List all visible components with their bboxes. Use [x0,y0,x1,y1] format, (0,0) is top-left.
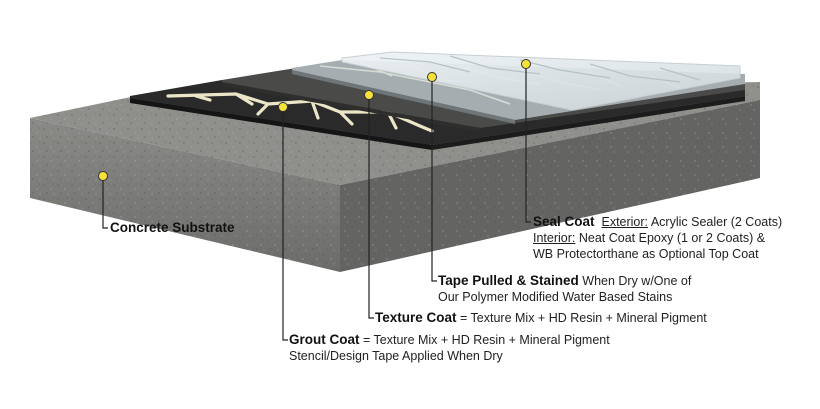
texture-title: Texture Coat [375,310,457,325]
leader-tape [431,77,437,282]
grout-title: Grout Coat [289,332,360,347]
concrete-side-texture [340,100,760,272]
tape-line-1: Tape Pulled & Stained When Dry w/One of [438,273,691,289]
leader-texture [368,95,374,319]
seal-interior-label: Interior: [533,231,576,245]
seal-line-2: Interior: Neat Coat Epoxy (1 or 2 Coats)… [533,230,782,246]
tape-line-2: Our Polymer Modified Water Based Stains [438,290,673,304]
stencil-tape-lines [166,92,434,133]
texture-layer-edge [222,82,480,132]
marker-grout [278,102,288,112]
label-concrete-substrate: Concrete Substrate [110,220,235,236]
tape-title: Tape Pulled & Stained [438,273,579,288]
tape-text: When Dry w/One of [582,274,692,288]
marker-concrete [98,171,108,181]
label-seal-coat: Seal Coat Exterior: Acrylic Sealer (2 Co… [533,214,782,262]
grout-layer-edge [130,98,432,150]
layer-markers [98,59,531,181]
marker-seal [521,59,531,69]
concrete-front-texture [30,118,340,272]
seal-coat-layer [341,51,741,111]
label-texture-coat: Texture Coat = Texture Mix + HD Resin + … [375,310,707,326]
seal-coat-stones [379,55,701,83]
seal-title: Seal Coat [533,214,595,229]
label-tape-pulled: Tape Pulled & Stained When Dry w/One of … [438,273,691,305]
label-grout-coat: Grout Coat = Texture Mix + HD Resin + Mi… [289,332,610,364]
leader-lines [102,64,531,341]
grout-text: = Texture Mix + HD Resin + Mineral Pigme… [362,333,610,347]
texture-text: = Texture Mix + HD Resin + Mineral Pigme… [460,311,707,325]
stained-stone-edge [292,70,515,124]
grout-line-2: Stencil/Design Tape Applied When Dry [289,349,503,363]
grout-line-1: Grout Coat = Texture Mix + HD Resin + Mi… [289,332,610,348]
marker-texture [364,90,374,100]
grout-layer-side [432,96,745,150]
seal-interior-text: Neat Coat Epoxy (1 or 2 Coats) & [578,231,766,245]
leader-seal [525,64,531,223]
concrete-title: Concrete Substrate [110,220,235,235]
marker-tape [427,72,437,82]
seal-exterior-text: Acrylic Sealer (2 Coats) [650,215,783,229]
leader-concrete [102,176,108,229]
seal-line-1: Seal Coat Exterior: Acrylic Sealer (2 Co… [533,214,782,230]
seal-line-3: WB Protectorthane as Optional Top Coat [533,247,759,261]
seal-exterior-label: Exterior: [601,215,649,229]
leader-grout [282,107,288,341]
